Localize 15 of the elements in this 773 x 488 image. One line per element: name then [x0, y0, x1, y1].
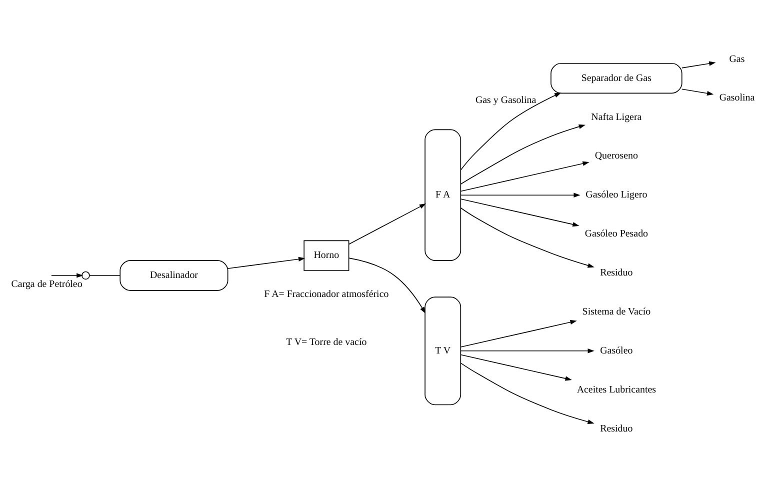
node-text: Residuo — [600, 268, 633, 279]
label: T V= Torre de vacío — [286, 337, 367, 348]
node-text: Aceites Lubricantes — [576, 384, 656, 396]
node-text: Gasolina — [719, 92, 755, 104]
node-text: Gas — [729, 54, 745, 65]
node-text: Sistema de Vacío — [582, 306, 651, 318]
node-text: Residuo — [600, 423, 633, 434]
node-text: Nafta Ligera — [591, 112, 642, 123]
label: F A= Fraccionador atmosférico — [264, 289, 389, 300]
node-text: Queroseno — [594, 150, 638, 162]
edge-label: Gas y Gasolina — [475, 94, 536, 106]
node-text: Gasóleo — [600, 345, 633, 356]
node-label: Carga de Petróleo — [11, 279, 82, 290]
node-text: Gasóleo Ligero — [586, 190, 648, 201]
node-text: Gasóleo Pesado — [584, 228, 648, 240]
